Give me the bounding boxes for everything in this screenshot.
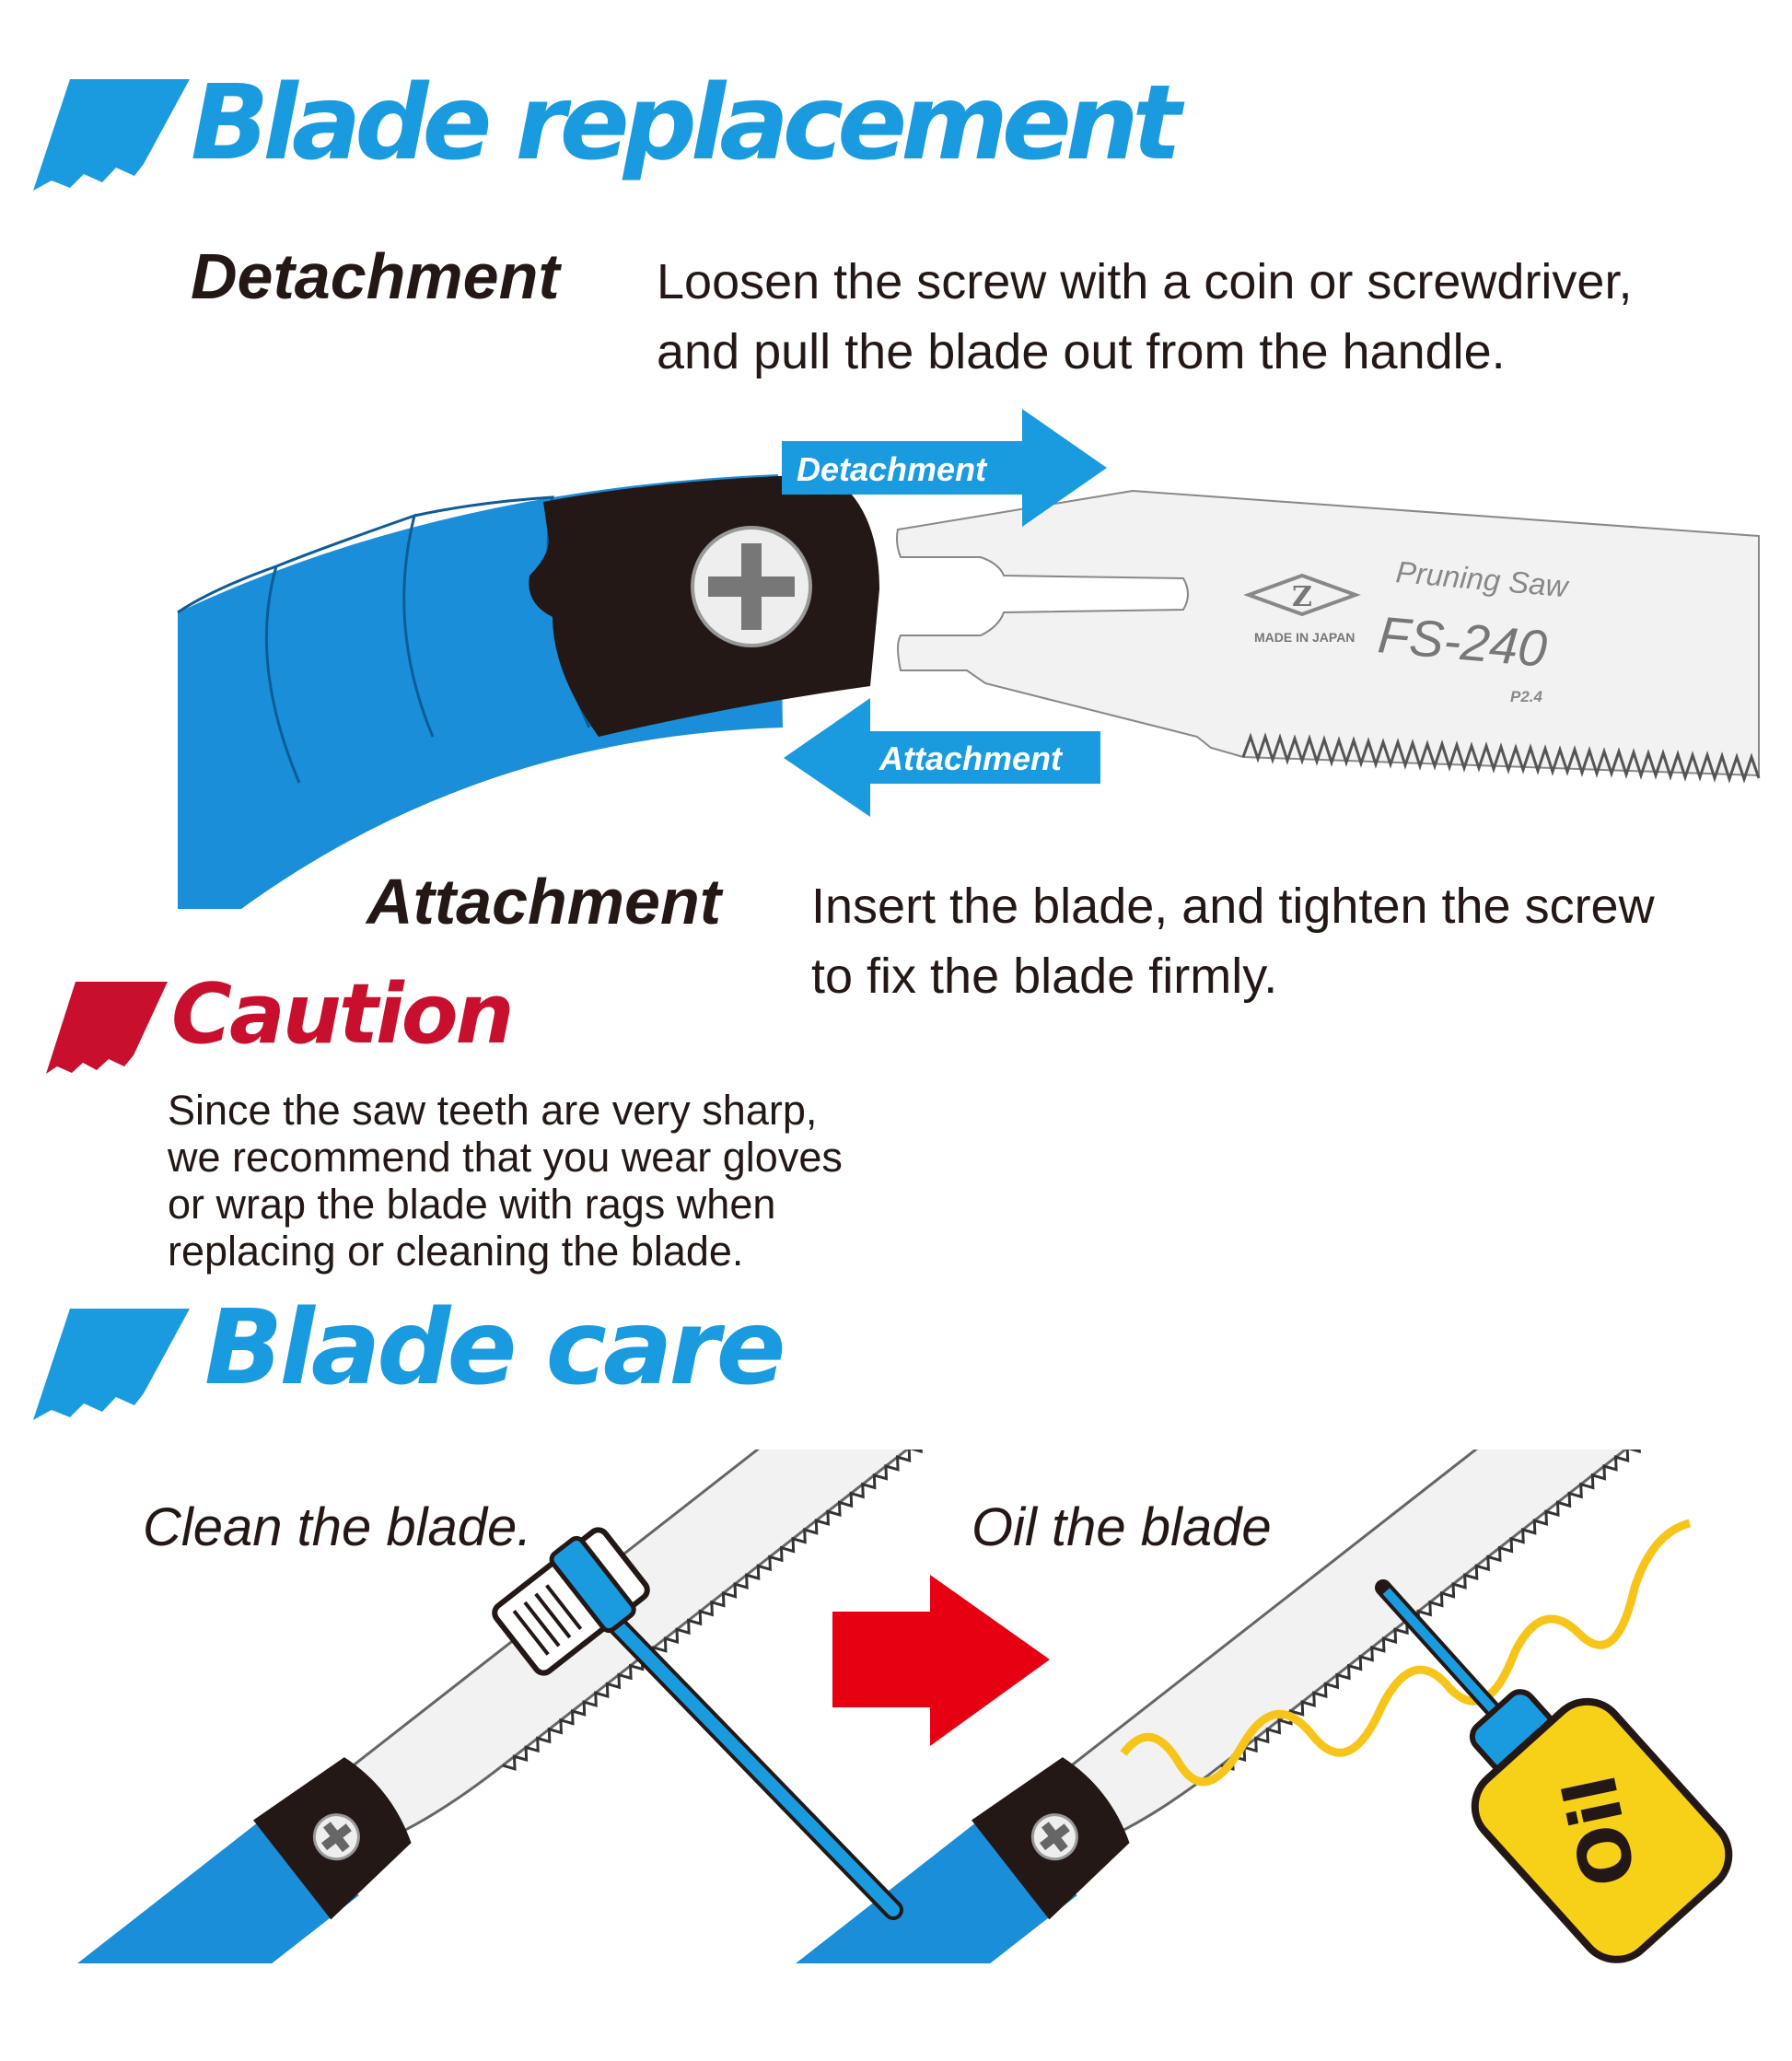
blade-care-illustration: Oil xyxy=(34,1450,1776,1963)
attachment-line-1: Insert the blade, and tighten the screw xyxy=(811,879,1655,934)
saw-blade: Z MADE IN JAPAN Pruning Saw FS-240 P2.4 xyxy=(896,489,1761,784)
caution-line-4: replacing or cleaning the blade. xyxy=(168,1228,744,1275)
brush-icon xyxy=(492,1527,903,1920)
attachment-arrow: Attachment xyxy=(784,698,1100,817)
clean-step-label: Clean the blade. xyxy=(143,1497,532,1557)
brand-mark: Z xyxy=(1292,581,1312,613)
oil-step-label: Oil the blade xyxy=(972,1497,1272,1557)
detachment-line-2: and pull the blade out from the handle. xyxy=(657,324,1506,379)
detachment-arrow: Detachment xyxy=(782,409,1107,527)
oil-stream xyxy=(1120,1519,1692,1787)
pitch-label: P2.4 xyxy=(1510,688,1543,705)
caution-line-3: or wrap the blade with rags when xyxy=(168,1181,776,1228)
next-step-arrow-icon xyxy=(832,1575,1050,1746)
attachment-heading: Attachment xyxy=(367,866,722,937)
attachment-line-2: to fix the blade firmly. xyxy=(811,949,1278,1004)
detachment-arrow-label: Detachment xyxy=(797,450,988,488)
made-in-label: MADE IN JAPAN xyxy=(1254,630,1355,645)
detachment-instructions: Loosen the screw with a coin or screwdri… xyxy=(657,247,1632,387)
caution-title: Caution xyxy=(171,966,515,1063)
detachment-heading: Detachment xyxy=(191,240,560,312)
blade-replacement-heading-icon xyxy=(33,79,190,191)
caution-heading-icon xyxy=(46,982,168,1074)
detachment-line-1: Loosen the screw with a coin or screwdri… xyxy=(657,254,1633,309)
attachment-instructions: Insert the blade, and tighten the screw … xyxy=(811,871,1655,1011)
blade-care-heading-icon xyxy=(33,1309,190,1420)
attachment-arrow-label: Attachment xyxy=(879,739,1064,777)
saw-detach-illustration: Z MADE IN JAPAN Pruning Saw FS-240 P2.4 … xyxy=(177,409,1761,909)
saw-handle xyxy=(177,474,879,909)
blade-care-title: Blade care xyxy=(204,1288,786,1408)
caution-line-1: Since the saw teeth are very sharp, xyxy=(168,1087,818,1134)
caution-line-2: we recommend that you wear gloves xyxy=(168,1134,843,1181)
screw-icon xyxy=(691,526,812,647)
blade-replacement-title: Blade replacement xyxy=(191,64,1181,183)
caution-text: Since the saw teeth are very sharp, we r… xyxy=(168,1087,843,1275)
brand-logo-icon xyxy=(1243,573,1361,617)
oil-bottle: Oil xyxy=(1375,1579,1733,1963)
